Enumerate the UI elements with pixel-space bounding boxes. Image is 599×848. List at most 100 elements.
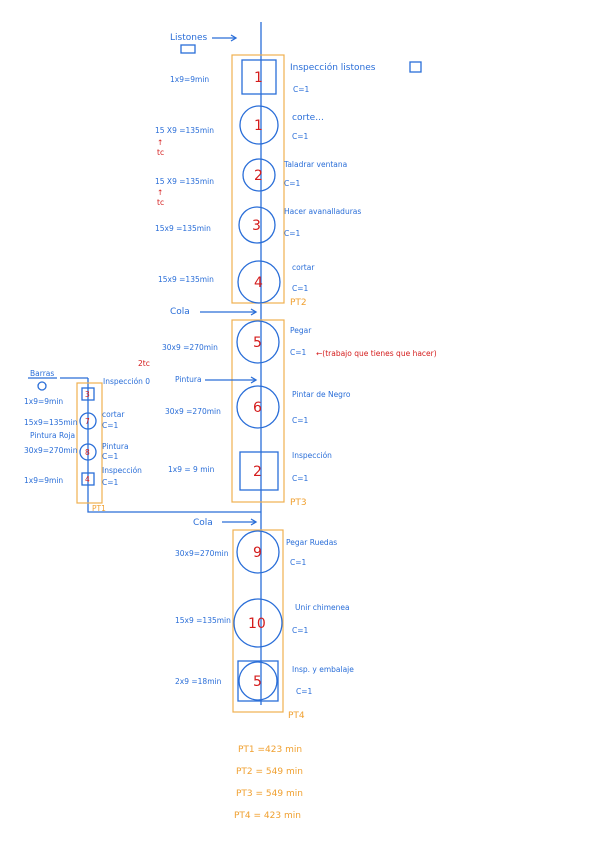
side-cap-2: C=1 — [102, 421, 119, 430]
side-cap-3: C=1 — [102, 452, 119, 461]
op-symbol-n6: 5 — [253, 335, 262, 351]
op-time-n1: 1x9=9min — [170, 75, 209, 84]
op-cap-n9: C=1 — [290, 558, 307, 567]
total-pt3: PT3 = 549 min — [236, 789, 303, 799]
op-cap-n7: C=1 — [292, 416, 309, 425]
pt1-box — [76, 382, 103, 504]
op-symbol-n10: 10 — [248, 616, 266, 632]
total-pt1: PT1 =423 min — [238, 745, 302, 755]
op-symbol-n11: 5 — [253, 674, 262, 690]
side-time-4: 1x9=9min — [24, 476, 63, 485]
op-time-n2: 15 X9 =135min — [155, 126, 214, 135]
svg-text:7: 7 — [85, 417, 90, 426]
op-time-n10: 15x9 =135min — [175, 616, 231, 625]
op-symbol-n9: 9 — [253, 545, 262, 561]
op-cap-n1: C=1 — [293, 85, 310, 94]
total-pt4: PT4 = 423 min — [234, 811, 301, 821]
op-cap-n8: C=1 — [292, 474, 309, 483]
op-node-n7 — [236, 385, 280, 429]
side-time-1: 1x9=9min — [24, 397, 63, 406]
op-name-n10: Unir chimenea — [295, 603, 350, 612]
tc-arrow-1: ↑ — [157, 138, 163, 147]
op-name-n5: cortar — [292, 263, 315, 272]
side-name-3: Pintura — [102, 442, 129, 451]
op-symbol-n5: 4 — [254, 275, 263, 291]
total-pt2: PT2 = 549 min — [236, 767, 303, 777]
op-node-n11-square — [237, 660, 279, 702]
op-cap-n3: C=1 — [284, 179, 301, 188]
svg-text:4: 4 — [85, 475, 90, 484]
side-time-2: 15x9=135min — [24, 418, 78, 427]
op-name-n1: Inspección listones — [290, 62, 376, 73]
op-time-n4: 15x9 =135min — [155, 224, 211, 233]
pt3-box — [231, 319, 285, 503]
op-time-n6: 30x9 =270min — [162, 343, 218, 352]
cola-label-2: Cola — [193, 518, 213, 528]
op-name-n11: Insp. y embalaje — [292, 665, 354, 674]
op-cap-n6: C=1 — [290, 348, 307, 357]
op-name-n9: Pegar Ruedas — [286, 538, 337, 547]
op-name-n2: corte... — [292, 113, 324, 123]
op-name-n8: Inspección — [292, 451, 332, 460]
op-note-n6: ←(trabajo que tienes que hacer) — [316, 349, 437, 358]
op-symbol-n8: 2 — [253, 464, 262, 480]
listones-label: Listones — [170, 33, 207, 43]
op-node-n1 — [241, 59, 277, 95]
side-cap-4: C=1 — [102, 478, 119, 487]
barras-label: Barras — [30, 369, 54, 378]
op-node-n9 — [236, 530, 280, 574]
pintura-roja-label: Pintura Roja — [30, 431, 75, 440]
pt2-label: PT2 — [290, 298, 307, 308]
side-name-1: Inspección 0 — [103, 377, 150, 386]
side-node-4 — [81, 472, 95, 486]
side-time-3: 30x9=270min — [24, 446, 78, 455]
pt4-label: PT4 — [288, 711, 305, 721]
op-symbol-n7: 6 — [253, 400, 262, 416]
pt3-label: PT3 — [290, 498, 307, 508]
op-cap-n5: C=1 — [292, 284, 309, 293]
tc-label-n2: tc — [157, 148, 164, 157]
pt1-label: PT1 — [92, 504, 106, 513]
op-time-n9: 30x9=270min — [175, 549, 229, 558]
op-name-n4: Hacer avanalladuras — [284, 207, 361, 216]
op-time-n11: 2x9 =18min — [175, 677, 222, 686]
side-node-2 — [79, 412, 97, 430]
op-name-n6: Pegar — [290, 326, 312, 335]
listones-square — [180, 44, 196, 54]
op-cap-n11: C=1 — [296, 687, 313, 696]
side-name-4: Inspección — [102, 466, 142, 475]
op-name-n7: Pintar de Negro — [292, 390, 351, 399]
op-name-n3: Taladrar ventana — [283, 160, 347, 169]
op-node-n4 — [238, 206, 276, 244]
op-node-n11-circle — [238, 661, 278, 701]
op-symbol-n1: 1 — [254, 70, 263, 86]
op-cap-n4: C=1 — [284, 229, 301, 238]
pintura-label: Pintura — [175, 375, 202, 384]
tc-label-n3: tc — [157, 198, 164, 207]
inspection-square-icon — [409, 61, 422, 73]
svg-text:8: 8 — [85, 448, 90, 457]
side-name-2: cortar — [102, 410, 125, 419]
op-node-n8 — [239, 451, 279, 491]
side-node-3 — [79, 443, 97, 461]
cola-label-1: Cola — [170, 307, 190, 317]
tc-arrow-2: ↑ — [157, 188, 163, 197]
op-time-n7: 30x9 =270min — [165, 407, 221, 416]
op-cap-n10: C=1 — [292, 626, 309, 635]
svg-text:3: 3 — [85, 390, 90, 399]
side-node-1 — [81, 387, 95, 401]
pt4-box — [232, 529, 284, 713]
side-join-line — [87, 503, 261, 513]
op-node-n5 — [237, 260, 281, 304]
op-node-n10 — [233, 598, 283, 648]
op-node-n3 — [242, 158, 276, 192]
op-time-n5: 15x9 =135min — [158, 275, 214, 284]
op-cap-n2: C=1 — [292, 132, 309, 141]
op-symbol-n4: 3 — [252, 218, 261, 234]
op-time-n3: 15 X9 =135min — [155, 177, 214, 186]
op-node-n2 — [239, 105, 279, 145]
tc-label-n6: 2tc — [138, 359, 150, 368]
op-symbol-n2: 1 — [254, 118, 263, 134]
op-node-n6 — [236, 320, 280, 364]
